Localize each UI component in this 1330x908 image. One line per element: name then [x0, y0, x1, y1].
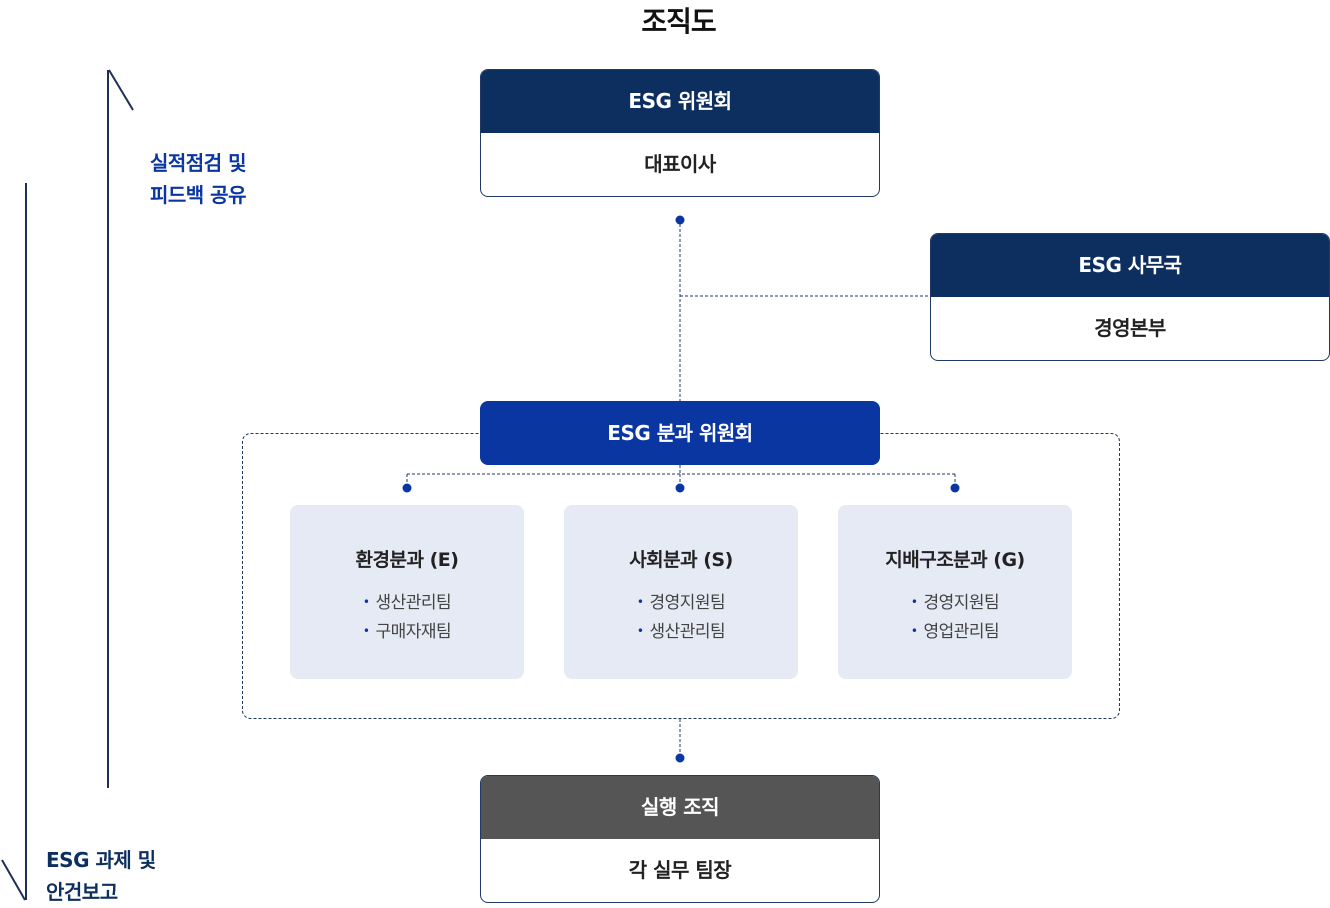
execution-box: 실행 조직 각 실무 팀장: [480, 775, 880, 903]
department-name: 사회분과 (S): [629, 549, 733, 571]
committee-header: ESG 위원회: [481, 70, 879, 133]
subcommittee-header: ESG 분과 위원회: [480, 401, 880, 465]
department-name: 지배구조분과 (G): [885, 549, 1025, 571]
connector-dot: [950, 483, 960, 493]
secretariat-box: ESG 사무국 경영본부: [930, 233, 1330, 361]
secretariat-header: ESG 사무국: [931, 234, 1329, 297]
feedback-label-line1: 실적점검 및: [150, 151, 246, 175]
execution-header: 실행 조직: [481, 776, 879, 839]
report-label-line1: ESG 과제 및: [46, 848, 156, 872]
team-label: 생산관리팀: [649, 622, 726, 642]
team-label: 구매자재팀: [375, 622, 452, 642]
page-title: 조직도: [641, 5, 716, 38]
bullet-icon: •: [636, 624, 644, 638]
report-label-line2: 안건보고: [46, 880, 118, 904]
team-item: • 경영지원팀: [838, 588, 1072, 617]
team-item: • 영업관리팀: [838, 617, 1072, 646]
connector-dot: [675, 753, 685, 763]
feedback-label: 실적점검 및 피드백 공유: [150, 147, 246, 211]
secretariat-body: 경영본부: [1094, 316, 1166, 340]
team-label: 경영지원팀: [649, 593, 726, 613]
committee-body: 대표이사: [644, 152, 716, 176]
department-card-g: 지배구조분과 (G) • 경영지원팀 • 영업관리팀: [838, 505, 1072, 679]
bullet-icon: •: [362, 595, 370, 609]
bullet-icon: •: [362, 624, 370, 638]
report-label: ESG 과제 및 안건보고: [46, 844, 156, 908]
feedback-arrow-head: [108, 69, 134, 111]
department-card-e: 환경분과 (E) • 생산관리팀 • 구매자재팀: [290, 505, 524, 679]
execution-body: 각 실무 팀장: [628, 858, 732, 882]
connector-dot: [675, 483, 685, 493]
connector-dot: [402, 483, 412, 493]
team-label: 경영지원팀: [923, 593, 1000, 613]
team-label: 생산관리팀: [375, 593, 452, 613]
team-item: • 구매자재팀: [290, 617, 524, 646]
bullet-icon: •: [910, 595, 918, 609]
bullet-icon: •: [910, 624, 918, 638]
team-item: • 경영지원팀: [564, 588, 798, 617]
team-label: 영업관리팀: [923, 622, 1000, 642]
connector-dot: [675, 215, 685, 225]
committee-box: ESG 위원회 대표이사: [480, 69, 880, 197]
feedback-label-line2: 피드백 공유: [150, 183, 246, 207]
department-card-s: 사회분과 (S) • 경영지원팀 • 생산관리팀: [564, 505, 798, 679]
team-item: • 생산관리팀: [564, 617, 798, 646]
department-name: 환경분과 (E): [355, 549, 459, 571]
report-arrow-head: [1, 859, 26, 901]
team-item: • 생산관리팀: [290, 588, 524, 617]
bullet-icon: •: [636, 595, 644, 609]
